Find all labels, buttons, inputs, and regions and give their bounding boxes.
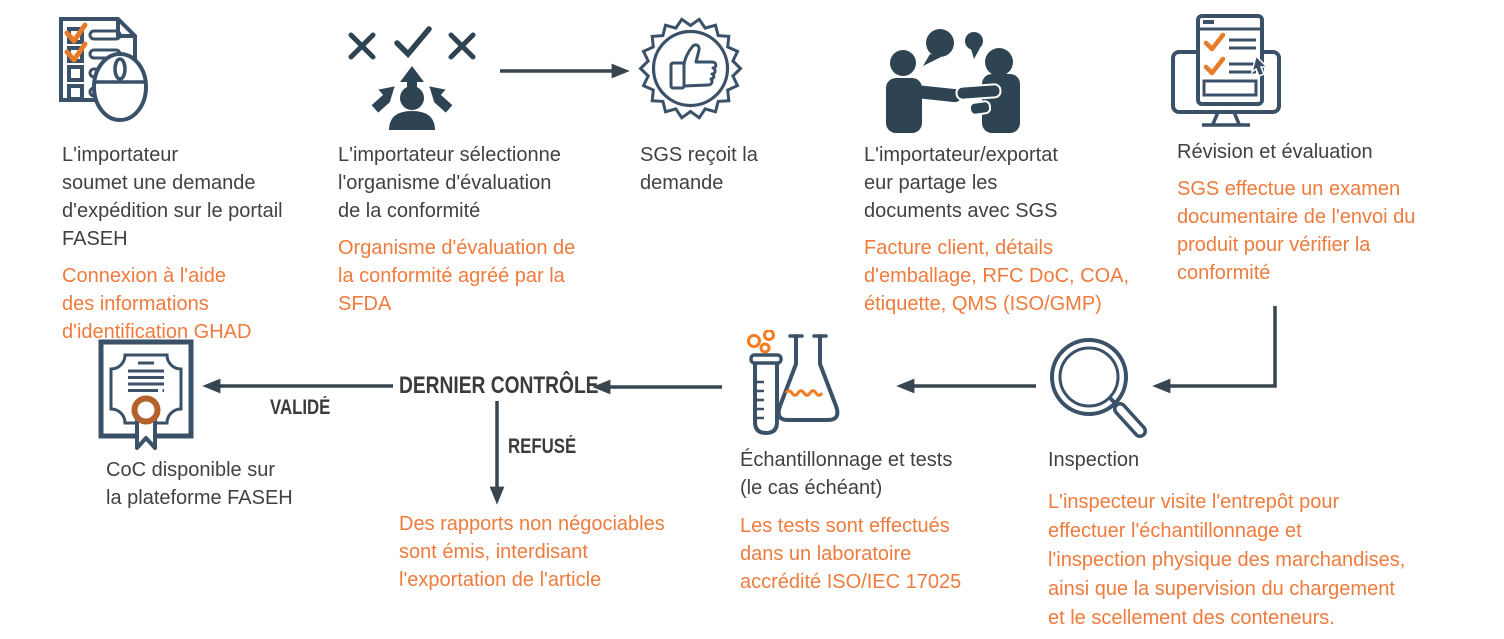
step-submit-title: L'importateur soumet une demande d'expéd… <box>62 144 283 250</box>
step-sampling: Échantillonnage et tests (le cas échéant… <box>740 446 961 596</box>
monitor-checklist-icon <box>1171 14 1281 127</box>
step-share: L'importateur/exportat eur partage les d… <box>864 141 1129 318</box>
step-review-note: SGS effectue un examen documentaire de l… <box>1177 178 1416 284</box>
step-review: Révision et évaluation SGS effectue un e… <box>1177 138 1415 287</box>
certificate-icon <box>98 339 194 450</box>
refused-label: REFUSÉ <box>508 435 577 458</box>
step-share-title: L'importateur/exportat eur partage les d… <box>864 144 1058 222</box>
step-receive: SGS reçoit la demande <box>640 141 758 197</box>
arrow-review-to-inspection <box>1152 306 1277 394</box>
step-submit-note: Connexion à l'aide des informations d'id… <box>62 265 252 343</box>
step-review-title: Révision et évaluation <box>1177 141 1373 163</box>
thumbs-up-badge-icon <box>638 17 743 120</box>
step-sampling-note: Les tests sont effectués dans un laborat… <box>740 515 962 593</box>
step-select: L'importateur sélectionne l'organisme d'… <box>338 141 575 318</box>
step-inspection-title: Inspection <box>1048 449 1140 471</box>
step-sampling-title: Échantillonnage et tests (le cas échéant… <box>740 449 953 499</box>
step-inspection-note: L'inspecteur visite l'entrepôt pour effe… <box>1048 491 1406 629</box>
magnifier-icon <box>1050 338 1147 438</box>
step-coc-title: CoC disponible sur la plateforme FASEH <box>106 459 293 509</box>
step-receive-title: SGS reçoit la demande <box>640 144 758 194</box>
step-inspection: Inspection L'inspecteur visite l'entrepô… <box>1048 446 1405 633</box>
final-check-label: DERNIER CONTRÔLE <box>399 372 599 399</box>
person-choice-icon <box>348 26 476 130</box>
handshake-icon <box>886 29 1020 133</box>
step-select-note: Organisme d'évaluation de la conformité … <box>338 237 576 315</box>
checklist-mouse-icon <box>59 17 148 122</box>
step-coc: CoC disponible sur la plateforme FASEH <box>106 456 293 512</box>
step-select-title: L'importateur sélectionne l'organisme d'… <box>338 144 561 222</box>
flask-testtube-icon <box>747 330 840 436</box>
step-share-note: Facture client, détails d'emballage, RFC… <box>864 237 1130 315</box>
refused-note: Des rapports non négociables sont émis, … <box>399 513 665 591</box>
step-submit: L'importateur soumet une demande d'expéd… <box>62 141 283 346</box>
valid-label: VALIDÉ <box>270 396 331 419</box>
